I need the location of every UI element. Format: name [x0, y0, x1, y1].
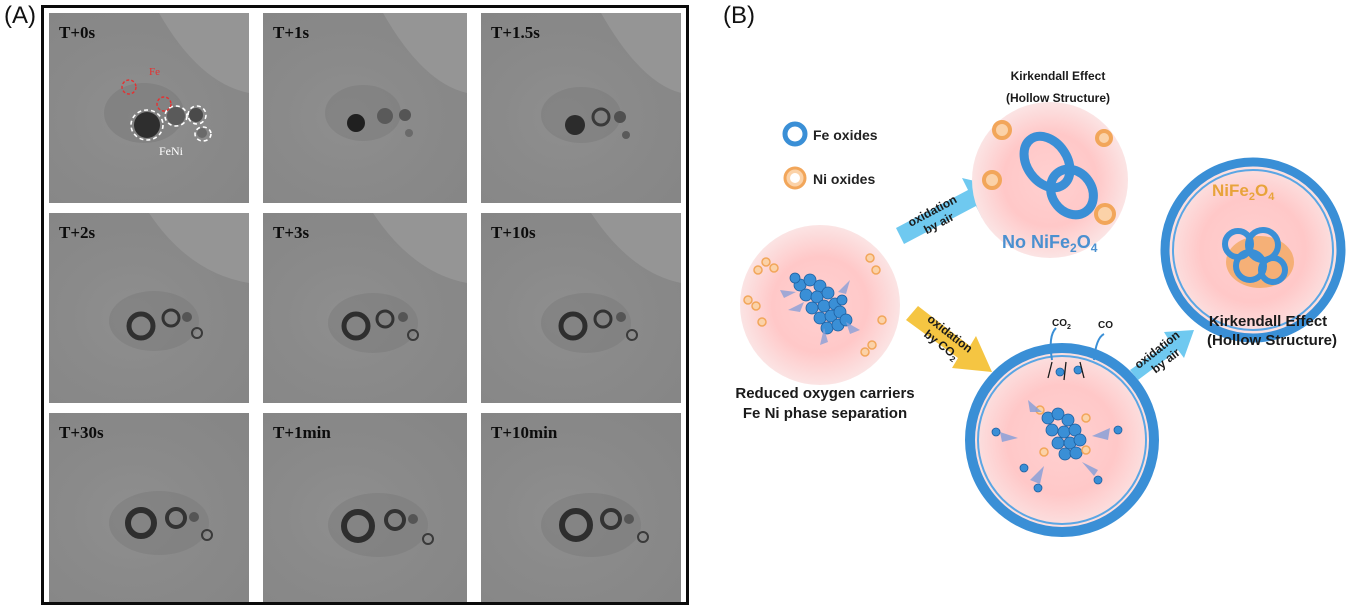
tem-image-grid: Fe FeNi T+0s T+1s T+1.5s: [41, 5, 689, 605]
tem-frame-1: Fe FeNi T+0s: [49, 13, 249, 203]
top-title-1: Kirkendall Effect: [1011, 69, 1106, 83]
right-title-1: Kirkendall Effect: [1209, 313, 1327, 330]
tem-frame-4: T+2s: [49, 213, 249, 403]
frame-time-label: T+0s: [59, 23, 96, 42]
oxidation-mechanism-schematic: Fe oxides Ni oxides Redu: [735, 69, 1346, 537]
feni-annotation: FeNi: [159, 144, 184, 158]
spinel-label: NiFe2O4: [1212, 181, 1275, 203]
right-title-2: (Hollow Structure): [1207, 332, 1337, 349]
frame-time-label: T+1s: [273, 23, 310, 42]
frame-time-label: T+3s: [273, 223, 310, 242]
tem-frame-2: T+1s: [263, 13, 467, 203]
top-hollow-particle: [972, 102, 1128, 258]
tem-frame-5: T+3s: [263, 213, 467, 403]
tem-frame-8: T+1min: [263, 413, 467, 602]
reduced-label-2: Fe Ni phase separation: [743, 405, 907, 422]
shell-particle-co2: [965, 327, 1159, 537]
frame-time-label: T+30s: [59, 423, 104, 442]
panel-b-letter: (B): [723, 2, 755, 29]
fe-annotation: Fe: [149, 66, 160, 78]
arrow-oxidation-air-2: oxidation by air: [1130, 328, 1194, 380]
top-title-2: (Hollow Structure): [1006, 91, 1110, 105]
panel-a-letter: (A): [4, 2, 36, 29]
co-label: CO: [1098, 320, 1113, 331]
frame-time-label: T+1min: [273, 423, 331, 442]
legend: Fe oxides Ni oxides: [782, 121, 878, 190]
fe-oxide-legend-icon: [782, 121, 808, 147]
no-spinel-label: No NiFe2O4: [1002, 232, 1098, 255]
frame-time-label: T+10s: [491, 223, 536, 242]
tem-frame-3: T+1.5s: [481, 13, 681, 203]
reduced-label-1: Reduced oxygen carriers: [735, 385, 914, 402]
co2-label: CO2: [1052, 318, 1071, 331]
tem-frame-9: T+10min: [481, 413, 681, 602]
frame-time-label: T+10min: [491, 423, 558, 442]
spinel-particle: [1160, 157, 1346, 343]
tem-frame-1-image: Fe FeNi: [104, 13, 249, 158]
arrow-oxidation-co2: oxidation by CO2: [906, 306, 992, 372]
tem-frame-7: T+30s: [49, 413, 249, 602]
legend-fe: Fe oxides: [813, 127, 878, 143]
tem-frame-6: T+10s: [481, 213, 681, 403]
frame-time-label: T+2s: [59, 223, 96, 242]
legend-ni: Ni oxides: [813, 171, 875, 187]
reduced-particle: [740, 225, 900, 385]
frame-time-label: T+1.5s: [491, 23, 540, 42]
